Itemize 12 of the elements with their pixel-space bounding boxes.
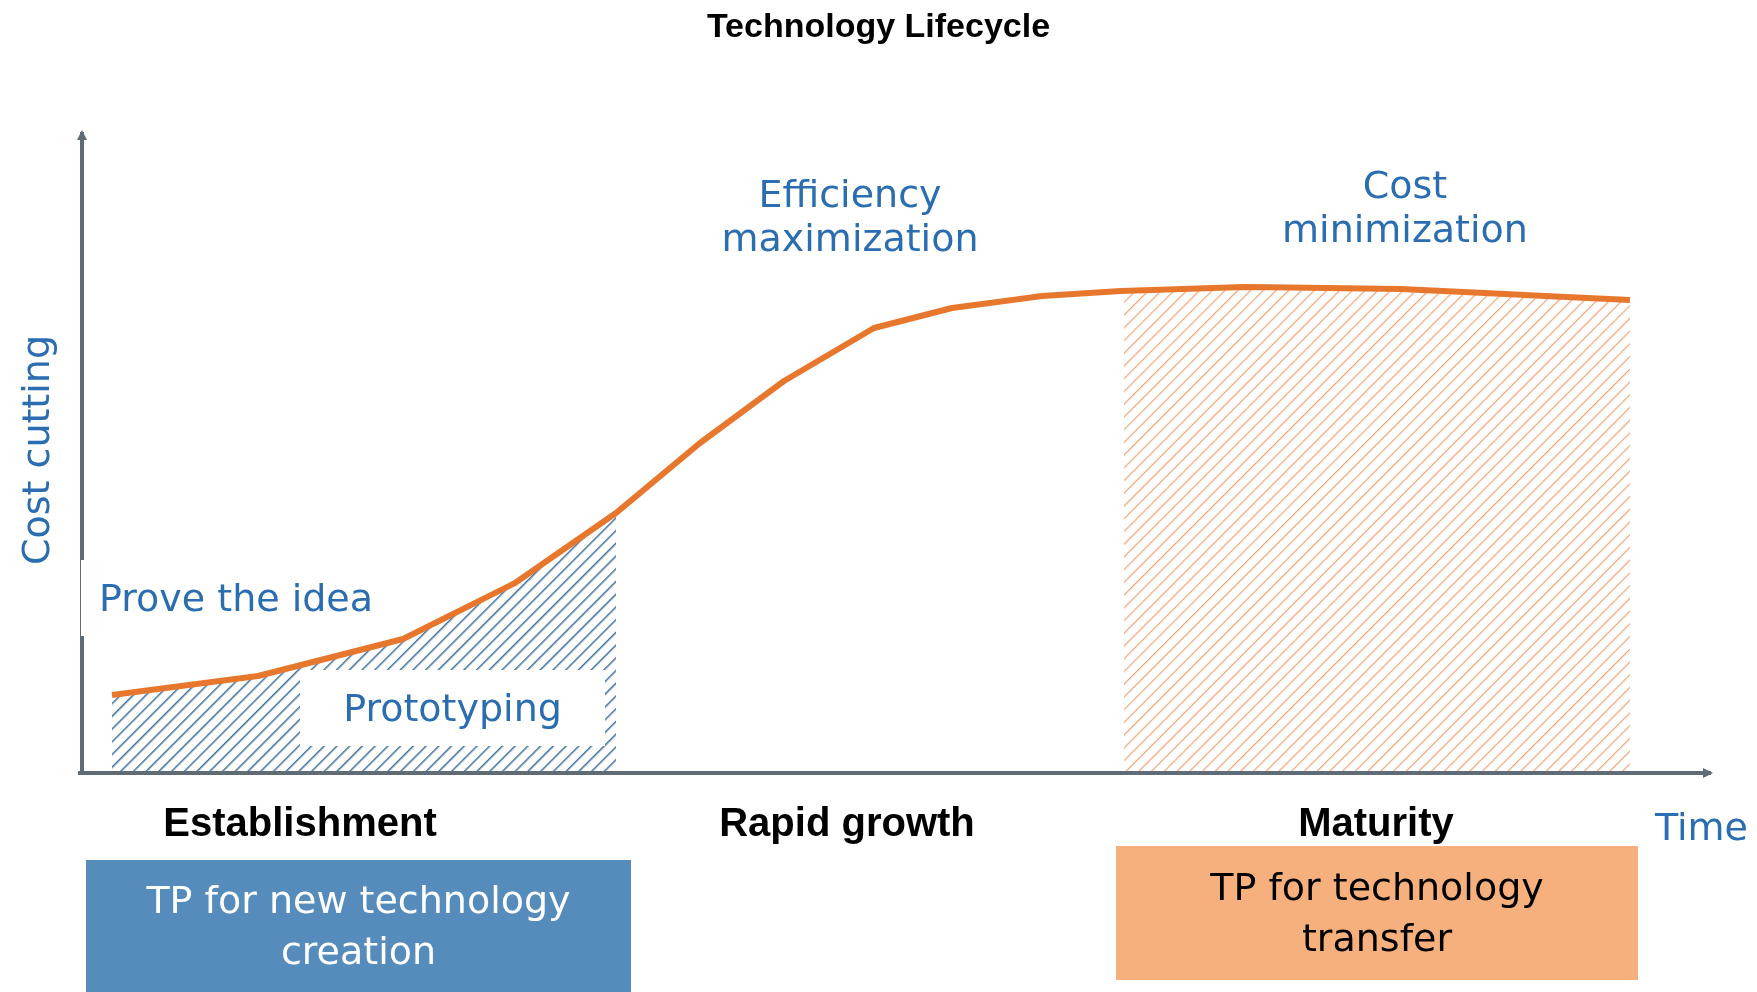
label-box: TP for new technology creation [86,860,631,992]
phase-note: Prototyping [300,670,605,746]
stage-label: Cost minimization [1281,163,1529,251]
stage-label: Efficiency maximization [720,172,980,260]
phase-note: Prove the idea [81,560,403,636]
axis-label: Time [1655,805,1749,849]
label-box: TP for technology transfer [1116,846,1638,980]
chart-title: Technology Lifecycle [705,6,1052,45]
phase-label: Rapid growth [718,800,976,845]
phase-label: Establishment [162,800,438,845]
axis-label: Cost cutting [14,333,58,568]
phase-label: Maturity [1297,800,1455,845]
